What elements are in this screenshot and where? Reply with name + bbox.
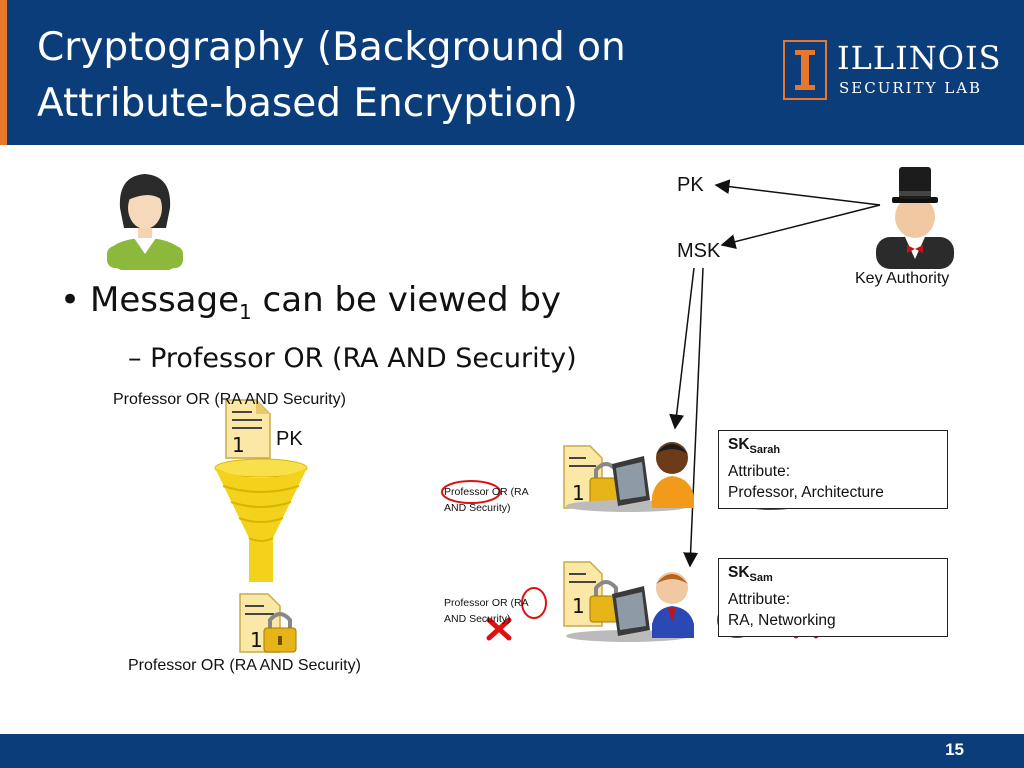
doc-number-sam: 1 bbox=[572, 594, 585, 618]
user-woman-icon bbox=[107, 174, 183, 270]
key-authority-label: Key Authority bbox=[855, 270, 950, 287]
sk-sarah-title: SKSarah bbox=[728, 436, 781, 457]
logo-emblem bbox=[783, 40, 827, 100]
bullet-main: •Message1 can be viewed by bbox=[60, 278, 561, 334]
arrow-msk-to-sarah bbox=[669, 267, 695, 430]
arrow-authority-to-msk bbox=[720, 204, 881, 249]
key-authority-icon bbox=[876, 167, 954, 269]
msk-label: MSK bbox=[677, 240, 721, 262]
policy-label-top: Professor OR (RA AND Security) bbox=[113, 391, 346, 408]
policy-label-bottom: Professor OR (RA AND Security) bbox=[128, 657, 361, 674]
sk-sam-attr-label: Attribute: bbox=[728, 591, 791, 609]
logo-subtitle: SECURITY LAB bbox=[839, 79, 983, 97]
sk-sarah-attrs: Professor, Architecture bbox=[728, 484, 884, 502]
sk-sarah-attr-label: Attribute: bbox=[728, 463, 791, 481]
bullet-main-rest: can be viewed by bbox=[251, 280, 562, 320]
arrow-authority-to-pk bbox=[714, 179, 881, 206]
highlight-ra-circle bbox=[521, 587, 547, 619]
doc-number-bottom: 1 bbox=[250, 628, 263, 652]
slide-header: Cryptography (Background on Attribute-ba… bbox=[0, 0, 1024, 145]
funnel-icon bbox=[214, 458, 308, 582]
bullet-main-subscript: 1 bbox=[239, 299, 252, 324]
bullet-dot-icon: • bbox=[60, 280, 81, 320]
bullet-main-text: Message bbox=[90, 280, 240, 320]
logo-name: ILLINOIS bbox=[837, 39, 1002, 77]
doc-number-sarah: 1 bbox=[572, 481, 585, 505]
sarah-computer-icon bbox=[563, 442, 694, 512]
sk-sam-box: SKSam Attribute: RA, Networking bbox=[718, 558, 948, 637]
highlight-professor-circle bbox=[441, 480, 501, 504]
doc-number-top: 1 bbox=[232, 433, 245, 457]
policy-label-sam: Professor OR (RA AND Security) bbox=[444, 597, 529, 625]
logo-i-icon bbox=[795, 50, 815, 90]
illinois-security-lab-logo: ILLINOIS SECURITY LAB bbox=[783, 40, 1005, 102]
title-line-1: Cryptography (Background on bbox=[37, 25, 626, 70]
sk-sam-attrs: RA, Networking bbox=[728, 612, 836, 630]
slide-title: Cryptography (Background on Attribute-ba… bbox=[37, 20, 697, 132]
document-icon bbox=[225, 399, 271, 459]
page-number: 15 bbox=[945, 740, 964, 759]
pk-label: PK bbox=[677, 174, 704, 196]
sk-sam-title: SKSam bbox=[728, 564, 773, 585]
header-accent-bar bbox=[0, 0, 7, 145]
policy-label-sarah: Professor OR (RA AND Security) bbox=[444, 486, 529, 514]
sk-sarah-box: SKSarah Attribute: Professor, Architectu… bbox=[718, 430, 948, 509]
title-line-2: Attribute-based Encryption) bbox=[37, 81, 578, 126]
arrow-msk-to-sam bbox=[683, 267, 704, 568]
sam-computer-icon bbox=[563, 561, 694, 642]
pk-label-funnel: PK bbox=[276, 428, 303, 450]
bullet-sub: – Professor OR (RA AND Security) bbox=[128, 343, 577, 374]
encrypted-document-icon bbox=[239, 593, 297, 653]
slide-footer: 15 bbox=[0, 734, 1024, 768]
cross-mark-left bbox=[486, 617, 512, 641]
